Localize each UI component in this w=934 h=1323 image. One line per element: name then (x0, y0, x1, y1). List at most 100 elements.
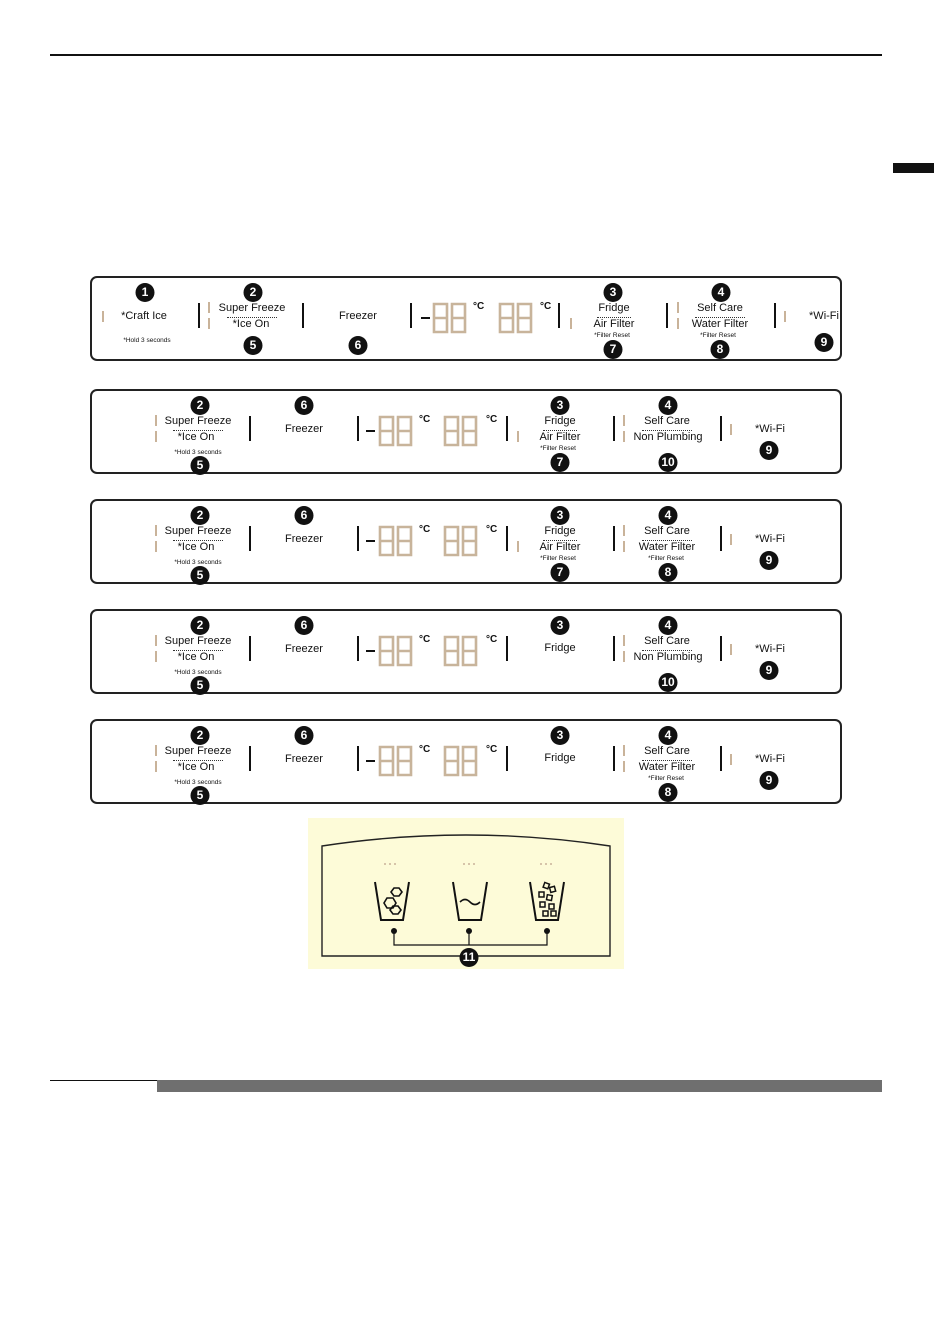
self-care-label[interactable]: Self Care (644, 415, 690, 427)
separator (357, 526, 359, 551)
separator (249, 526, 251, 551)
divider (597, 317, 631, 319)
crushed-ice-icon[interactable] (527, 878, 567, 924)
super-freeze-label[interactable]: Super Freeze (218, 302, 286, 314)
celsius-unit: °C (486, 524, 498, 535)
super-freeze-label[interactable]: Super Freeze (164, 635, 232, 647)
callout-3: 3 (550, 396, 570, 415)
fridge-label[interactable]: Fridge (544, 415, 576, 427)
celsius-unit: °C (473, 301, 485, 312)
self-care-label[interactable]: Self Care (644, 525, 690, 537)
self-care-indicator (623, 745, 625, 756)
freezer-label[interactable]: Freezer (285, 753, 323, 765)
super-freeze-label[interactable]: Super Freeze (164, 745, 232, 757)
divider (543, 430, 577, 432)
separator (613, 746, 615, 771)
callout-11: 11 (459, 948, 479, 967)
freezer-label[interactable]: Freezer (285, 643, 323, 655)
fridge-temp-display (443, 635, 478, 667)
air-filter-label[interactable]: Air Filter (593, 318, 635, 330)
celsius-unit: °C (486, 414, 498, 425)
callout-9: 9 (814, 333, 834, 352)
divider (642, 760, 692, 762)
water-icon[interactable] (450, 880, 490, 924)
minus-sign (366, 650, 375, 652)
callout-4: 4 (658, 506, 678, 525)
ice-on-label[interactable]: *Ice On (177, 651, 215, 663)
super-freeze-indicator (155, 745, 157, 756)
freezer-temp-display (378, 745, 413, 777)
separator (357, 416, 359, 441)
callout-7: 7 (550, 453, 570, 472)
divider (173, 760, 223, 762)
air-filter-label[interactable]: Air Filter (539, 541, 581, 553)
wifi-label[interactable]: *Wi-Fi (755, 643, 785, 655)
craft-ice-label[interactable]: *Craft Ice (121, 310, 167, 322)
wifi-label[interactable]: *Wi-Fi (755, 753, 785, 765)
self-care-indicator (623, 525, 625, 536)
divider (695, 317, 745, 319)
fridge-label[interactable]: Fridge (544, 752, 576, 764)
callout-3: 3 (550, 726, 570, 745)
ice-on-indicator (155, 651, 157, 662)
cubed-ice-icon[interactable] (372, 880, 412, 924)
divider (173, 430, 223, 432)
non-plumbing-label[interactable]: Non Plumbing (633, 431, 703, 443)
ice-on-label[interactable]: *Ice On (177, 541, 215, 553)
callout-6: 6 (294, 616, 314, 635)
ice-on-indicator (155, 761, 157, 772)
callout-3: 3 (550, 506, 570, 525)
separator (198, 303, 200, 328)
filter-reset-note: *Filter Reset (700, 332, 736, 339)
water-filter-label[interactable]: Water Filter (691, 318, 749, 330)
callout-8: 8 (658, 563, 678, 582)
separator (249, 416, 251, 441)
callout-5: 5 (190, 676, 210, 695)
section-tab (893, 163, 934, 173)
fridge-label[interactable]: Fridge (544, 642, 576, 654)
air-filter-label[interactable]: Air Filter (539, 431, 581, 443)
bottom-bar (157, 1080, 882, 1092)
self-care-label[interactable]: Self Care (644, 635, 690, 647)
separator (506, 416, 508, 441)
water-filter-label[interactable]: Water Filter (638, 761, 696, 773)
callout-6: 6 (294, 506, 314, 525)
hold-note: *Hold 3 seconds (174, 669, 222, 676)
non-plumbing-label[interactable]: Non Plumbing (633, 651, 703, 663)
ice-on-label[interactable]: *Ice On (177, 431, 215, 443)
callout-4: 4 (658, 726, 678, 745)
water-filter-label[interactable]: Water Filter (638, 541, 696, 553)
callout-9: 9 (759, 661, 779, 680)
wifi-label[interactable]: *Wi-Fi (755, 423, 785, 435)
fridge-label[interactable]: Fridge (598, 302, 630, 314)
freezer-label[interactable]: Freezer (339, 310, 377, 322)
air-filter-indicator (517, 541, 519, 552)
wifi-indicator (784, 311, 786, 322)
celsius-unit: °C (540, 301, 552, 312)
control-panel-1: 1 2 3 4 *Craft Ice *Hold 3 seconds Super… (90, 276, 842, 361)
freezer-label[interactable]: Freezer (285, 423, 323, 435)
ice-on-label[interactable]: *Ice On (232, 318, 270, 330)
self-care-label[interactable]: Self Care (644, 745, 690, 757)
super-freeze-label[interactable]: Super Freeze (164, 415, 232, 427)
wifi-label[interactable]: *Wi-Fi (755, 533, 785, 545)
wifi-label[interactable]: *Wi-Fi (809, 310, 839, 322)
minus-sign (366, 760, 375, 762)
divider (543, 540, 577, 542)
wifi-indicator (730, 644, 732, 655)
callout-9: 9 (759, 551, 779, 570)
separator (666, 303, 668, 328)
fridge-label[interactable]: Fridge (544, 525, 576, 537)
water-filter-indicator (623, 761, 625, 772)
divider (642, 540, 692, 542)
separator (506, 746, 508, 771)
self-care-indicator (623, 415, 625, 426)
self-care-label[interactable]: Self Care (697, 302, 743, 314)
ice-on-label[interactable]: *Ice On (177, 761, 215, 773)
callout-1: 1 (135, 283, 155, 302)
freezer-temp-display (378, 525, 413, 557)
freezer-label[interactable]: Freezer (285, 533, 323, 545)
super-freeze-label[interactable]: Super Freeze (164, 525, 232, 537)
super-freeze-indicator (155, 525, 157, 536)
craft-ice-indicator (102, 311, 104, 322)
